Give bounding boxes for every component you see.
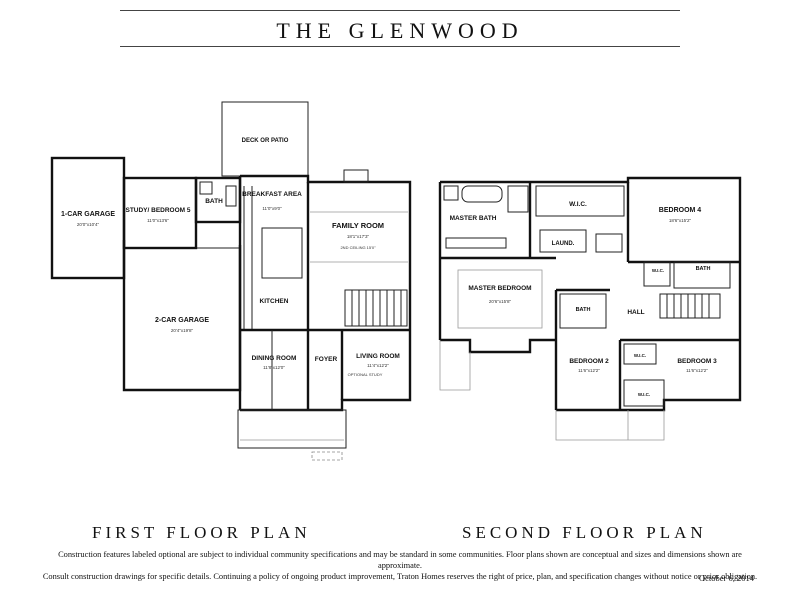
dim-master-bedroom: 20'6"x15'8" [489, 299, 512, 304]
label-study: STUDY/ BEDROOM 5 [125, 207, 190, 214]
upper-rear-wall [440, 176, 742, 300]
tub [461, 185, 503, 203]
disclaimer-line-2: Consult construction drawings for specif… [42, 572, 758, 581]
label-dining: DINING ROOM [252, 355, 297, 362]
master-front-wall [440, 338, 556, 354]
dim-bedroom-3: 11'6"x12'2" [686, 368, 708, 373]
tray-ceiling [457, 269, 543, 329]
label-one-car-garage: 1-CAR GARAGE [61, 211, 115, 218]
second-floor-plan [438, 176, 742, 441]
dim-two-car-garage: 20'4"x19'8" [171, 328, 194, 333]
note-family-room: 2ND CEILING 15'0" [340, 245, 376, 250]
label-deck: DECK OR PATIO [242, 138, 289, 144]
label-hall: HALL [627, 309, 644, 316]
label-wic-bed3: W.I.C. [638, 392, 650, 397]
label-bath-2: BATH [576, 307, 591, 313]
title-rule-top [120, 10, 680, 11]
label-kitchen: KITCHEN [260, 298, 289, 305]
kitchen-island [261, 227, 303, 279]
dim-bedroom-2: 11'6"x12'2" [578, 368, 600, 373]
label-bedroom-2: BEDROOM 2 [569, 358, 609, 365]
title-rule-bottom [120, 46, 680, 47]
label-bedroom-4: BEDROOM 4 [659, 207, 702, 214]
disclaimer-line-1: Construction features labeled optional a… [58, 550, 742, 570]
dim-dining: 11'8"x12'0" [263, 365, 285, 370]
label-master-bedroom: MASTER BEDROOM [468, 285, 531, 292]
label-first-bath: BATH [205, 198, 223, 205]
upper-stairs [659, 293, 721, 319]
dim-living-room: 11'4"x12'2" [367, 363, 389, 368]
plan-date: October 6, 2014 [698, 573, 754, 583]
dim-study: 11'0"x13'6" [147, 218, 169, 223]
fireplace [343, 169, 369, 183]
house-rear-wall [240, 174, 412, 330]
first-floor-caption: FIRST FLOOR PLAN [92, 523, 311, 542]
one-car-garage-walls [50, 156, 126, 280]
label-wic-bed4: W.I.C. [652, 268, 664, 273]
label-two-car-garage: 2-CAR GARAGE [155, 317, 209, 324]
stairs [344, 289, 408, 327]
dim-one-car-garage: 20'0"x10'4" [77, 222, 100, 227]
two-car-garage-walls [122, 240, 242, 392]
page-title: THE GLENWOOD [276, 18, 524, 43]
label-upper-bath: BATH [696, 266, 711, 272]
disclaimer: Construction features labeled optional a… [40, 549, 760, 582]
dim-bedroom-4: 18'6"x15'2" [669, 218, 692, 223]
label-foyer: FOYER [315, 356, 338, 363]
label-breakfast: BREAKFAST AREA [242, 191, 302, 198]
label-bedroom-3: BEDROOM 3 [677, 358, 717, 365]
label-master-bath: MASTER BATH [450, 215, 497, 222]
dim-breakfast: 11'0"x9'0" [262, 206, 282, 211]
first-floor-plan [50, 101, 412, 461]
house-front-wall [240, 330, 412, 412]
label-wic-bed2: W.I.C. [634, 353, 646, 358]
label-living-room: LIVING ROOM [356, 353, 400, 360]
dim-family-room: 18'1"x17'3" [347, 234, 370, 239]
front-porch [237, 409, 347, 449]
note-living-room: OPTIONAL STUDY [348, 372, 383, 377]
label-wic-master: W.I.C. [569, 201, 587, 208]
second-floor-caption: SECOND FLOOR PLAN [462, 523, 707, 542]
label-laundry: LAUND. [552, 241, 575, 247]
label-family-room: FAMILY ROOM [332, 221, 384, 230]
